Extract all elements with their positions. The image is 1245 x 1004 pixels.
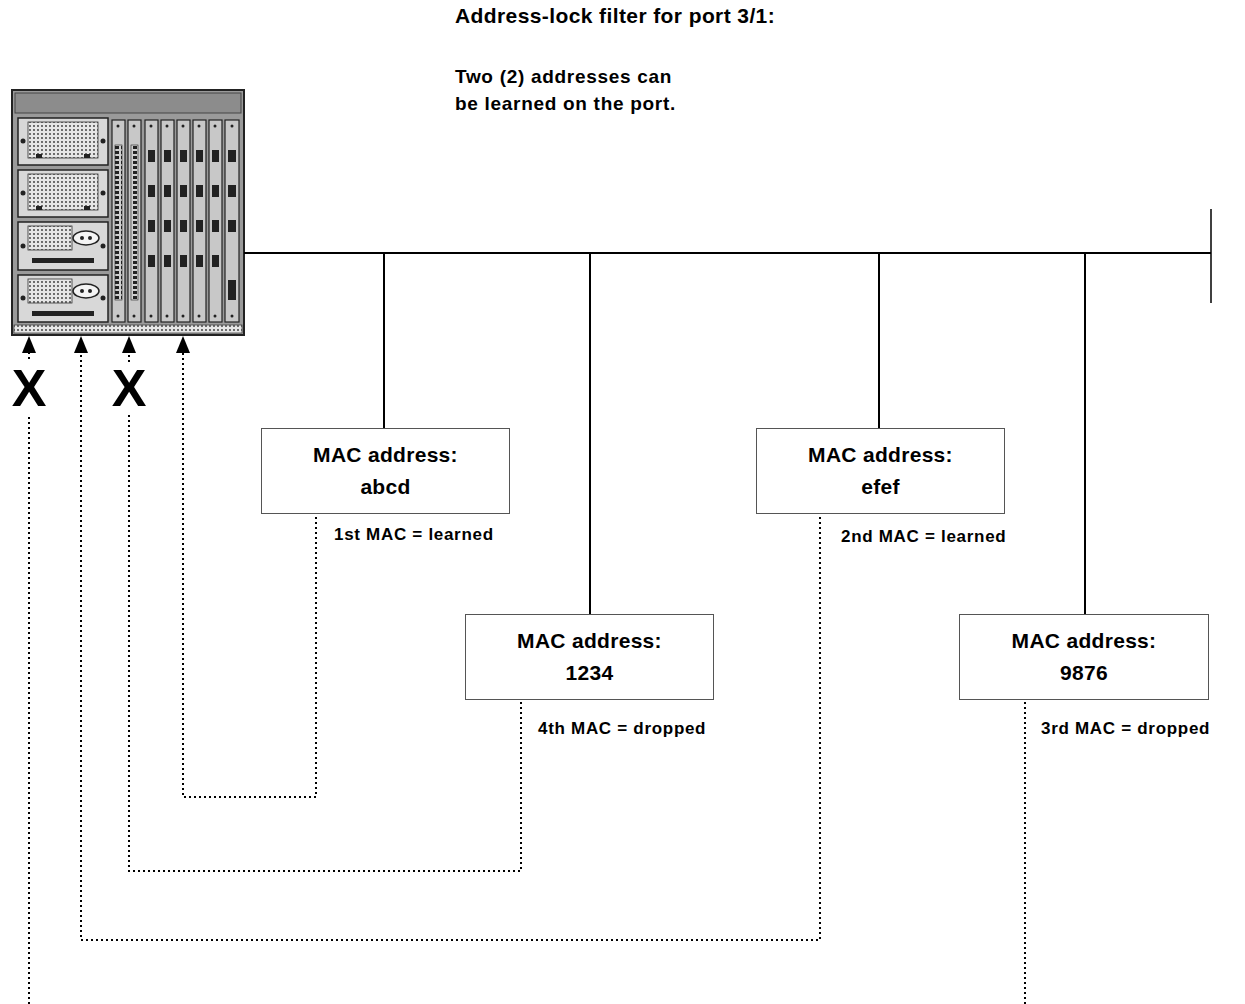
mac-value: abcd: [360, 471, 410, 503]
box-heading: MAC address:: [808, 439, 953, 471]
mac-value: efef: [861, 471, 900, 503]
mac-address-box: MAC address:9876: [959, 614, 1209, 700]
diagram-title: Address-lock filter for port 3/1:: [455, 4, 775, 28]
traffic-path: [29, 352, 1025, 1004]
blocked-mark: X: [110, 362, 149, 414]
arrowhead: [22, 336, 190, 353]
box-heading: MAC address:: [517, 625, 662, 657]
status-caption: 2nd MAC = learned: [841, 527, 1006, 547]
status-caption: 1st MAC = learned: [334, 525, 494, 545]
blocked-mark: X: [10, 362, 49, 414]
mac-address-box: MAC address:abcd: [261, 428, 510, 514]
status-caption: 3rd MAC = dropped: [1041, 719, 1210, 739]
mac-value: 9876: [1060, 657, 1108, 689]
switch-chassis: [12, 90, 244, 335]
note-text: Two (2) addresses can be learned on the …: [455, 63, 681, 117]
box-heading: MAC address:: [313, 439, 458, 471]
status-caption: 4th MAC = dropped: [538, 719, 706, 739]
box-heading: MAC address:: [1012, 625, 1157, 657]
mac-value: 1234: [566, 657, 614, 689]
ethernet-bus: [244, 209, 1211, 614]
mac-address-box: MAC address:efef: [756, 428, 1005, 514]
mac-address-box: MAC address:1234: [465, 614, 714, 700]
